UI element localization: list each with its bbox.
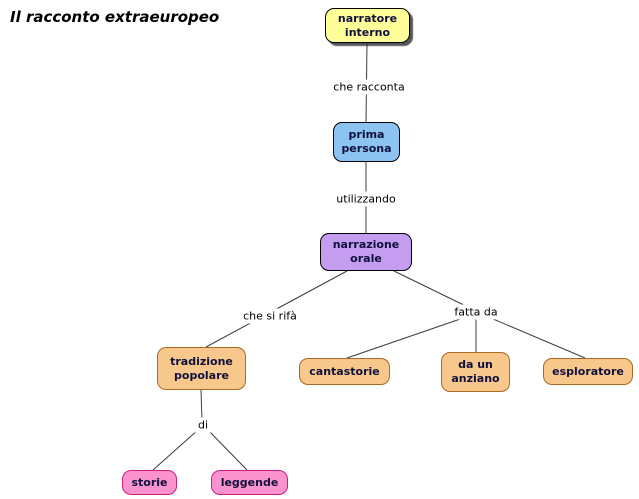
node-cantastorie: cantastorie bbox=[299, 358, 390, 385]
node-leggende: leggende bbox=[211, 470, 288, 495]
edge-label-che-si-rifa: che si rifà bbox=[239, 308, 301, 324]
edge-label-fatta-da: fatta da bbox=[450, 304, 502, 320]
map-title: Il racconto extraeuropeo bbox=[10, 8, 220, 26]
edge-label-di: di bbox=[193, 417, 213, 433]
node-esploratore: esploratore bbox=[543, 358, 633, 385]
node-da-un-anziano: da un anziano bbox=[441, 352, 510, 392]
node-prima-persona: prima persona bbox=[333, 122, 400, 162]
node-narratore-interno: narratore interno bbox=[325, 8, 410, 43]
edge-label-utilizzando: utilizzando bbox=[332, 191, 400, 207]
node-tradizione-popolare: tradizione popolare bbox=[157, 347, 246, 390]
edge-label-che-racconta: che racconta bbox=[329, 79, 409, 95]
node-narrazione-orale: narrazione orale bbox=[320, 233, 412, 271]
node-storie: storie bbox=[122, 470, 177, 495]
